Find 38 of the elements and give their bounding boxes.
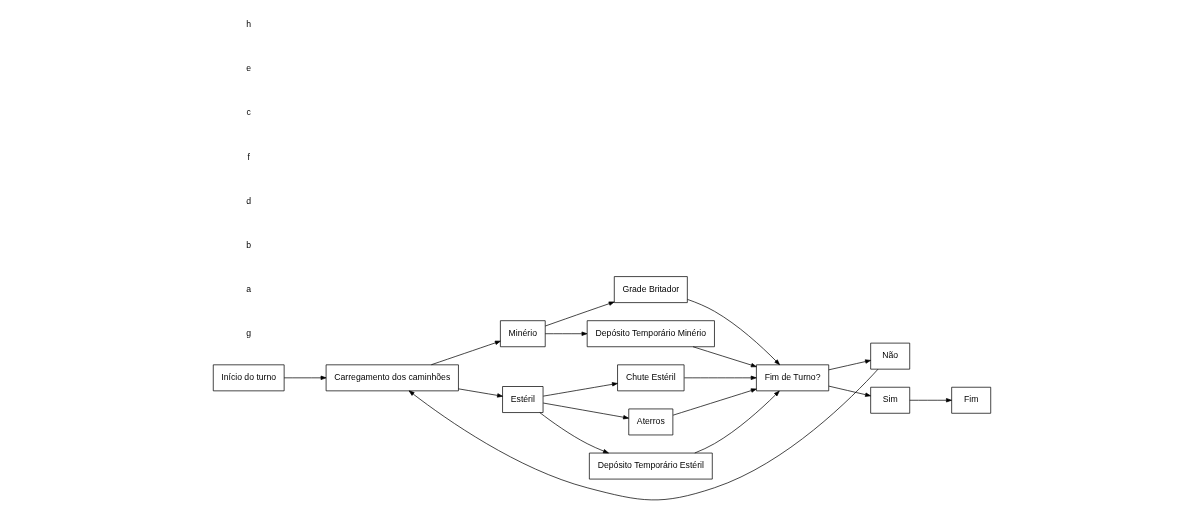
arrow: [542, 402, 629, 419]
node-box: Chute Estéril: [616, 363, 684, 391]
label: e: [245, 62, 251, 73]
node-box: Fim: [950, 386, 991, 414]
arrow: [538, 411, 609, 453]
arrow: [827, 385, 871, 397]
arrow: [408, 368, 878, 500]
arrow: [683, 375, 757, 380]
arrow: [544, 331, 587, 336]
label: c: [246, 106, 251, 117]
label: f: [247, 151, 250, 161]
node-box: Aterros: [627, 408, 673, 435]
node-box: Fim de Turno?: [755, 363, 829, 391]
arrow: [827, 358, 871, 370]
label: d: [245, 195, 251, 206]
node-box: Grade Britador: [613, 275, 688, 303]
label: b: [245, 239, 251, 250]
label: h: [245, 18, 251, 29]
label: g: [245, 327, 251, 338]
arrow: [430, 340, 501, 365]
label: a: [245, 283, 251, 294]
node-box: Sim: [869, 386, 910, 414]
node-box: Estéril: [501, 385, 543, 413]
arrow: [672, 387, 757, 415]
node-box: Início do turno: [212, 363, 284, 391]
arrow: [692, 345, 757, 367]
node-box: Minério: [499, 319, 546, 347]
arrow: [457, 387, 503, 398]
arrow: [693, 390, 780, 453]
node-box: Carregamento dos caminhões: [325, 363, 459, 391]
arrow: [283, 375, 326, 380]
node-box: Não: [869, 342, 910, 370]
arrow: [544, 301, 614, 326]
node-box: Depósito Temporário Estéril: [588, 452, 713, 479]
arrow: [686, 298, 780, 365]
arrow: [908, 397, 952, 402]
node-box: Depósito Temporário Minério: [586, 319, 715, 347]
arrow: [542, 381, 618, 396]
